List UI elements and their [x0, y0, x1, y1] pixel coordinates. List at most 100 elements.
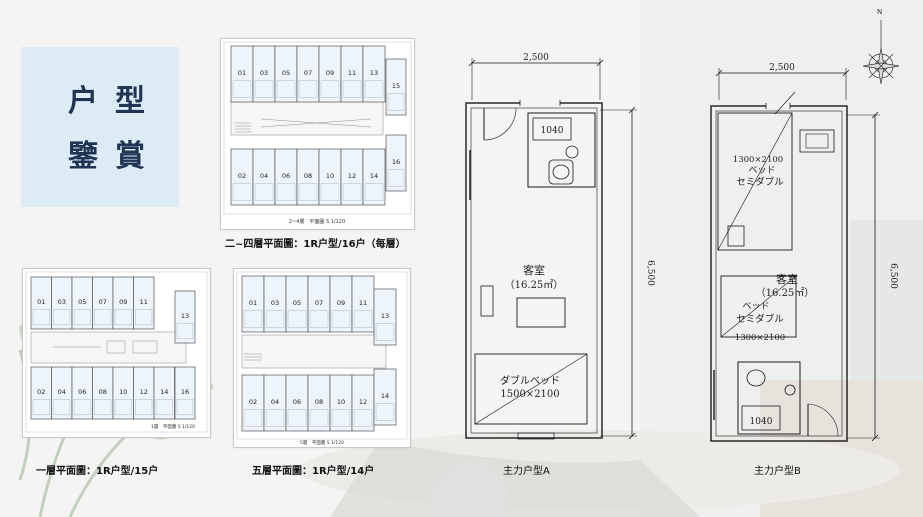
floor-plan-1-caption: 一層平面圖：1R户型/15户 — [36, 466, 159, 477]
unit-number: 09 — [326, 69, 334, 77]
unit-b-bed1-line2: セミダブル — [736, 176, 784, 188]
floor-plan-5-caption: 五層平面圖：1R户型/14户 — [252, 466, 375, 477]
unit-number: 15 — [392, 82, 400, 90]
unit-b-bath-label: 1040 — [750, 417, 773, 427]
unit-number: 01 — [37, 298, 45, 306]
compass-icon — [862, 20, 900, 85]
unit-number: 11 — [359, 299, 367, 307]
unit-number: 16 — [392, 158, 400, 166]
sheet-label: 5層 平面圖 S 1/120 — [300, 440, 344, 446]
title-char: 户 — [68, 84, 98, 119]
unit-number: 10 — [337, 398, 345, 406]
unit-number: 16 — [181, 388, 189, 396]
unit-cell: 08 — [92, 366, 114, 420]
unit-number: 10 — [119, 388, 127, 396]
floor-plan-2-4-caption: 二~四層平面圖：1R户型/16户（每層） — [225, 239, 406, 250]
sheet-label: 2~4層 平面圖 S 1/120 — [289, 219, 345, 225]
unit-b-width-dimension: 2,500 — [769, 63, 795, 73]
unit-number: 07 — [315, 299, 323, 307]
unit-cell: 14 — [362, 148, 386, 206]
unit-number: 04 — [58, 388, 66, 396]
unit-cell: 01 — [241, 275, 265, 333]
unit-number: 04 — [260, 172, 268, 180]
unit-number: 04 — [271, 398, 279, 406]
unit-cell: 11 — [133, 276, 155, 330]
unit-number: 03 — [58, 298, 66, 306]
unit-number: 08 — [315, 398, 323, 406]
unit-number: 02 — [249, 398, 257, 406]
unit-number: 13 — [181, 312, 189, 320]
unit-cell: 03 — [51, 276, 73, 330]
unit-number: 12 — [140, 388, 148, 396]
unit-a-bed-name: ダブルベッド — [500, 374, 560, 387]
unit-number: 11 — [348, 69, 356, 77]
unit-number: 01 — [238, 69, 246, 77]
unit-a-plan — [465, 58, 637, 440]
unit-b-bed1-size: 1300×2100 — [733, 155, 783, 165]
unit-cell: 12 — [133, 366, 155, 420]
unit-cell: 07 — [92, 276, 114, 330]
unit-cell: 12 — [351, 374, 375, 432]
title-char: 型 — [115, 84, 145, 119]
unit-cell: 15 — [385, 58, 407, 116]
unit-cell: 10 — [112, 366, 134, 420]
unit-cell: 03 — [252, 45, 276, 103]
unit-number: 08 — [304, 172, 312, 180]
unit-number: 05 — [282, 69, 290, 77]
unit-number: 05 — [78, 298, 86, 306]
unit-a-room-area: （16.25㎡） — [505, 279, 564, 291]
unit-b-caption: 主力户型B — [754, 466, 801, 477]
unit-a-room-name: 客室 — [523, 263, 545, 277]
sheet-label: 1層 平面圖 S 1/120 — [151, 424, 195, 430]
floor-plan-2-4-sheet: 2~4層 平面圖 S 1/120 01 03 05 07 09 11 13 02 04 06 08 1… — [220, 38, 415, 230]
unit-cell: 14 — [373, 368, 397, 426]
compass-north-label: N — [877, 8, 882, 16]
title-panel: 户 型 鑒 賞 — [21, 47, 179, 207]
unit-number: 02 — [238, 172, 246, 180]
unit-b-plan — [710, 68, 880, 442]
unit-a-bed-size: 1500×2100 — [500, 389, 559, 400]
unit-cell: 08 — [307, 374, 331, 432]
unit-number: 06 — [282, 172, 290, 180]
unit-number: 09 — [119, 298, 127, 306]
unit-cell: 16 — [385, 134, 407, 192]
unit-b-bed2-size: 1300×2100 — [735, 333, 785, 343]
unit-cell: 14 — [153, 366, 175, 420]
unit-b-height-dimension: 6,500 — [888, 263, 898, 289]
unit-number: 02 — [37, 388, 45, 396]
unit-cell: 13 — [362, 45, 386, 103]
unit-number: 13 — [370, 69, 378, 77]
floor-plan-2-4-drawing: 2~4層 平面圖 S 1/120 01 03 05 07 09 11 13 02 04 06 08 1… — [223, 41, 412, 225]
unit-a-width-dimension: 2,500 — [523, 53, 549, 63]
unit-b-bed1-line1: ベッド — [748, 166, 775, 176]
unit-cell: 04 — [51, 366, 73, 420]
unit-a-bath-label: 1040 — [541, 126, 564, 136]
unit-cell: 09 — [329, 275, 353, 333]
unit-number: 09 — [337, 299, 345, 307]
unit-cell: 01 — [230, 45, 254, 103]
unit-number: 14 — [381, 392, 389, 400]
unit-cell: 13 — [174, 290, 196, 344]
unit-cell: 16 — [174, 366, 196, 420]
unit-b-bed2-line1: ベッド — [742, 302, 769, 312]
title-char: 賞 — [115, 139, 145, 174]
unit-number: 03 — [271, 299, 279, 307]
unit-a-caption: 主力户型A — [503, 466, 550, 477]
unit-b-bed2-line2: セミダブル — [736, 313, 784, 325]
unit-cell: 01 — [30, 276, 52, 330]
unit-number: 10 — [326, 172, 334, 180]
unit-b-room-name: 客室 — [776, 272, 798, 286]
unit-cell: 06 — [274, 148, 298, 206]
unit-cell: 10 — [318, 148, 342, 206]
unit-number: 12 — [359, 398, 367, 406]
unit-number: 07 — [99, 298, 107, 306]
unit-number: 11 — [140, 298, 148, 306]
unit-number: 14 — [370, 172, 378, 180]
unit-number: 03 — [260, 69, 268, 77]
unit-cell: 07 — [296, 45, 320, 103]
title-char: 鑒 — [68, 139, 98, 174]
